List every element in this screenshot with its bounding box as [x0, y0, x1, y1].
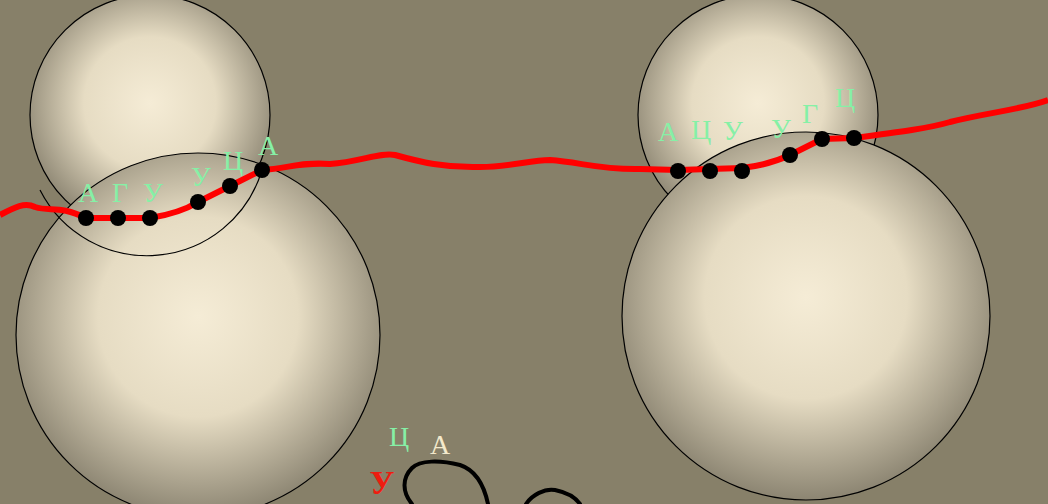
- nucleotide-letter: А: [78, 179, 98, 207]
- nucleotide-letter: Ц: [389, 423, 409, 451]
- nucleotide-letter: У: [370, 466, 395, 500]
- nucleotide-letter: У: [771, 115, 791, 143]
- nucleotide-letter: У: [723, 117, 743, 145]
- mrna-strand: [0, 100, 1048, 218]
- nucleotide-letter: У: [191, 163, 211, 191]
- nucleotide-letter: Г: [112, 179, 128, 207]
- nucleotide-letter: А: [658, 118, 678, 146]
- nucleotide-dots: [78, 130, 862, 226]
- large-subunit: [16, 153, 380, 504]
- nucleotide-letter: Ц: [835, 84, 855, 112]
- nucleotide-letter: А: [258, 132, 278, 160]
- nucleotide-letter: Ц: [691, 116, 711, 144]
- nucleotide-letter: А: [430, 431, 450, 459]
- nucleotide-letter: Ц: [223, 147, 243, 175]
- nucleotide-letter: У: [143, 179, 163, 207]
- nucleotide-letter: Г: [802, 100, 818, 128]
- trna-molecule: [405, 462, 581, 504]
- large-subunit: [622, 132, 990, 500]
